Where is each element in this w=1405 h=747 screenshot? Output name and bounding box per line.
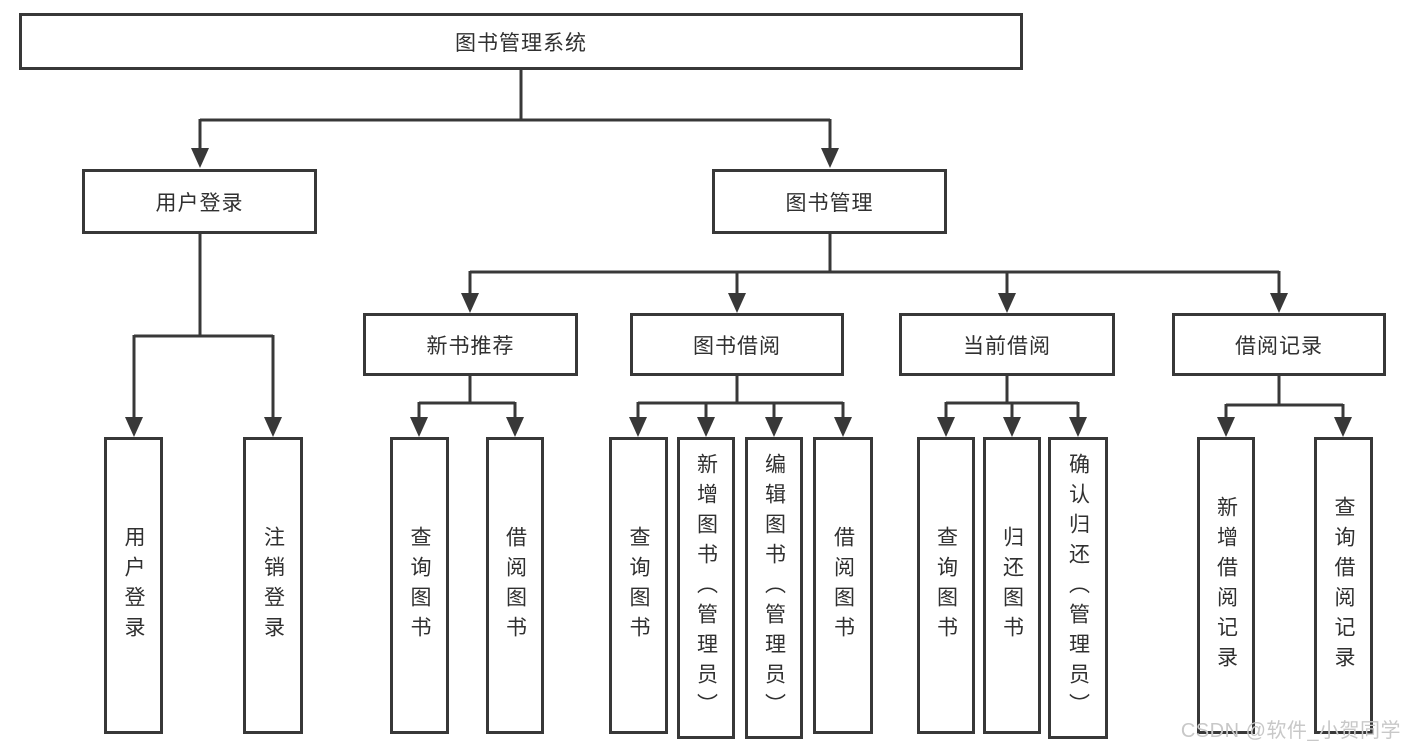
leaf-query-books-borrow-label: 查询图书 — [627, 525, 650, 646]
leaf-logout: 注销登录 — [243, 437, 303, 734]
arrowhead — [264, 417, 282, 437]
node-borrow-records-label: 借阅记录 — [1235, 334, 1323, 358]
node-root-label: 图书管理系统 — [455, 31, 587, 55]
wire-root-to-level2 — [198, 70, 832, 150]
leaf-return-book: 归还图书 — [983, 437, 1041, 734]
leaf-confirm-return-admin: 确认归还（管理员） — [1048, 437, 1108, 739]
wire-book-management-to-level3 — [468, 234, 1281, 295]
node-book-borrow: 图书借阅 — [630, 313, 844, 376]
leaf-confirm-return-admin-label: 确认归还（管理员） — [1066, 453, 1090, 723]
leaf-query-books-recommend-label: 查询图书 — [408, 525, 431, 646]
node-current-borrow-label: 当前借阅 — [963, 334, 1051, 358]
arrowhead — [697, 417, 715, 437]
wire-current-borrow-to-leaves — [944, 376, 1080, 420]
wire-book-borrow-to-leaves — [636, 376, 845, 420]
leaf-user-login: 用户登录 — [104, 437, 163, 734]
arrowhead — [1334, 417, 1352, 437]
arrowhead — [410, 417, 428, 437]
node-user-login: 用户登录 — [82, 169, 317, 234]
node-new-book-recommend: 新书推荐 — [363, 313, 578, 376]
arrowhead — [937, 417, 955, 437]
node-book-management: 图书管理 — [712, 169, 947, 234]
leaf-borrow-books-recommend: 借阅图书 — [486, 437, 544, 734]
leaf-borrow-books-borrow-label: 借阅图书 — [831, 525, 855, 646]
node-book-management-label: 图书管理 — [785, 191, 874, 215]
arrowheads — [125, 148, 1352, 437]
arrowhead — [1270, 293, 1288, 313]
leaf-query-books-current: 查询图书 — [917, 437, 975, 734]
arrowhead — [1003, 417, 1021, 437]
node-user-login-label: 用户登录 — [155, 191, 244, 215]
arrowhead — [191, 148, 209, 168]
arrowhead — [506, 417, 524, 437]
leaf-logout-label: 注销登录 — [261, 525, 285, 646]
arrowhead — [765, 417, 783, 437]
leaf-query-borrow-record: 查询借阅记录 — [1314, 437, 1373, 734]
arrowhead — [125, 417, 143, 437]
node-current-borrow: 当前借阅 — [899, 313, 1115, 376]
arrowhead — [1217, 417, 1235, 437]
leaf-edit-book-admin-label: 编辑图书（管理员） — [762, 453, 786, 723]
arrowhead — [821, 148, 839, 168]
node-book-borrow-label: 图书借阅 — [693, 334, 781, 358]
arrowhead — [998, 293, 1016, 313]
leaf-borrow-books-borrow: 借阅图书 — [813, 437, 873, 734]
leaf-query-books-recommend: 查询图书 — [390, 437, 449, 734]
arrowhead — [629, 417, 647, 437]
arrowhead — [834, 417, 852, 437]
wire-borrow-records-to-leaves — [1224, 376, 1345, 420]
arrowhead — [1069, 417, 1087, 437]
leaf-add-borrow-record-label: 新增借阅记录 — [1214, 495, 1238, 676]
wire-user-login-to-leaves — [132, 234, 275, 419]
leaf-borrow-books-recommend-label: 借阅图书 — [503, 525, 527, 646]
leaf-return-book-label: 归还图书 — [1000, 525, 1024, 646]
watermark: CSDN @软件_小贺同学 — [1180, 720, 1401, 742]
node-borrow-records: 借阅记录 — [1172, 313, 1386, 376]
leaf-add-book-admin-label: 新增图书（管理员） — [694, 453, 718, 723]
leaf-add-borrow-record: 新增借阅记录 — [1197, 437, 1255, 734]
leaf-edit-book-admin: 编辑图书（管理员） — [745, 437, 803, 739]
leaf-query-borrow-record-label: 查询借阅记录 — [1332, 495, 1355, 676]
node-root: 图书管理系统 — [19, 13, 1023, 70]
arrowhead — [728, 293, 746, 313]
leaf-user-login-label: 用户登录 — [122, 525, 145, 646]
leaf-query-books-current-label: 查询图书 — [934, 525, 958, 646]
leaf-add-book-admin: 新增图书（管理员） — [677, 437, 735, 739]
arrowhead — [461, 293, 479, 313]
wire-new-book-to-leaves — [417, 376, 517, 420]
leaf-query-books-borrow: 查询图书 — [609, 437, 668, 734]
node-new-book-recommend-label: 新书推荐 — [426, 334, 515, 358]
